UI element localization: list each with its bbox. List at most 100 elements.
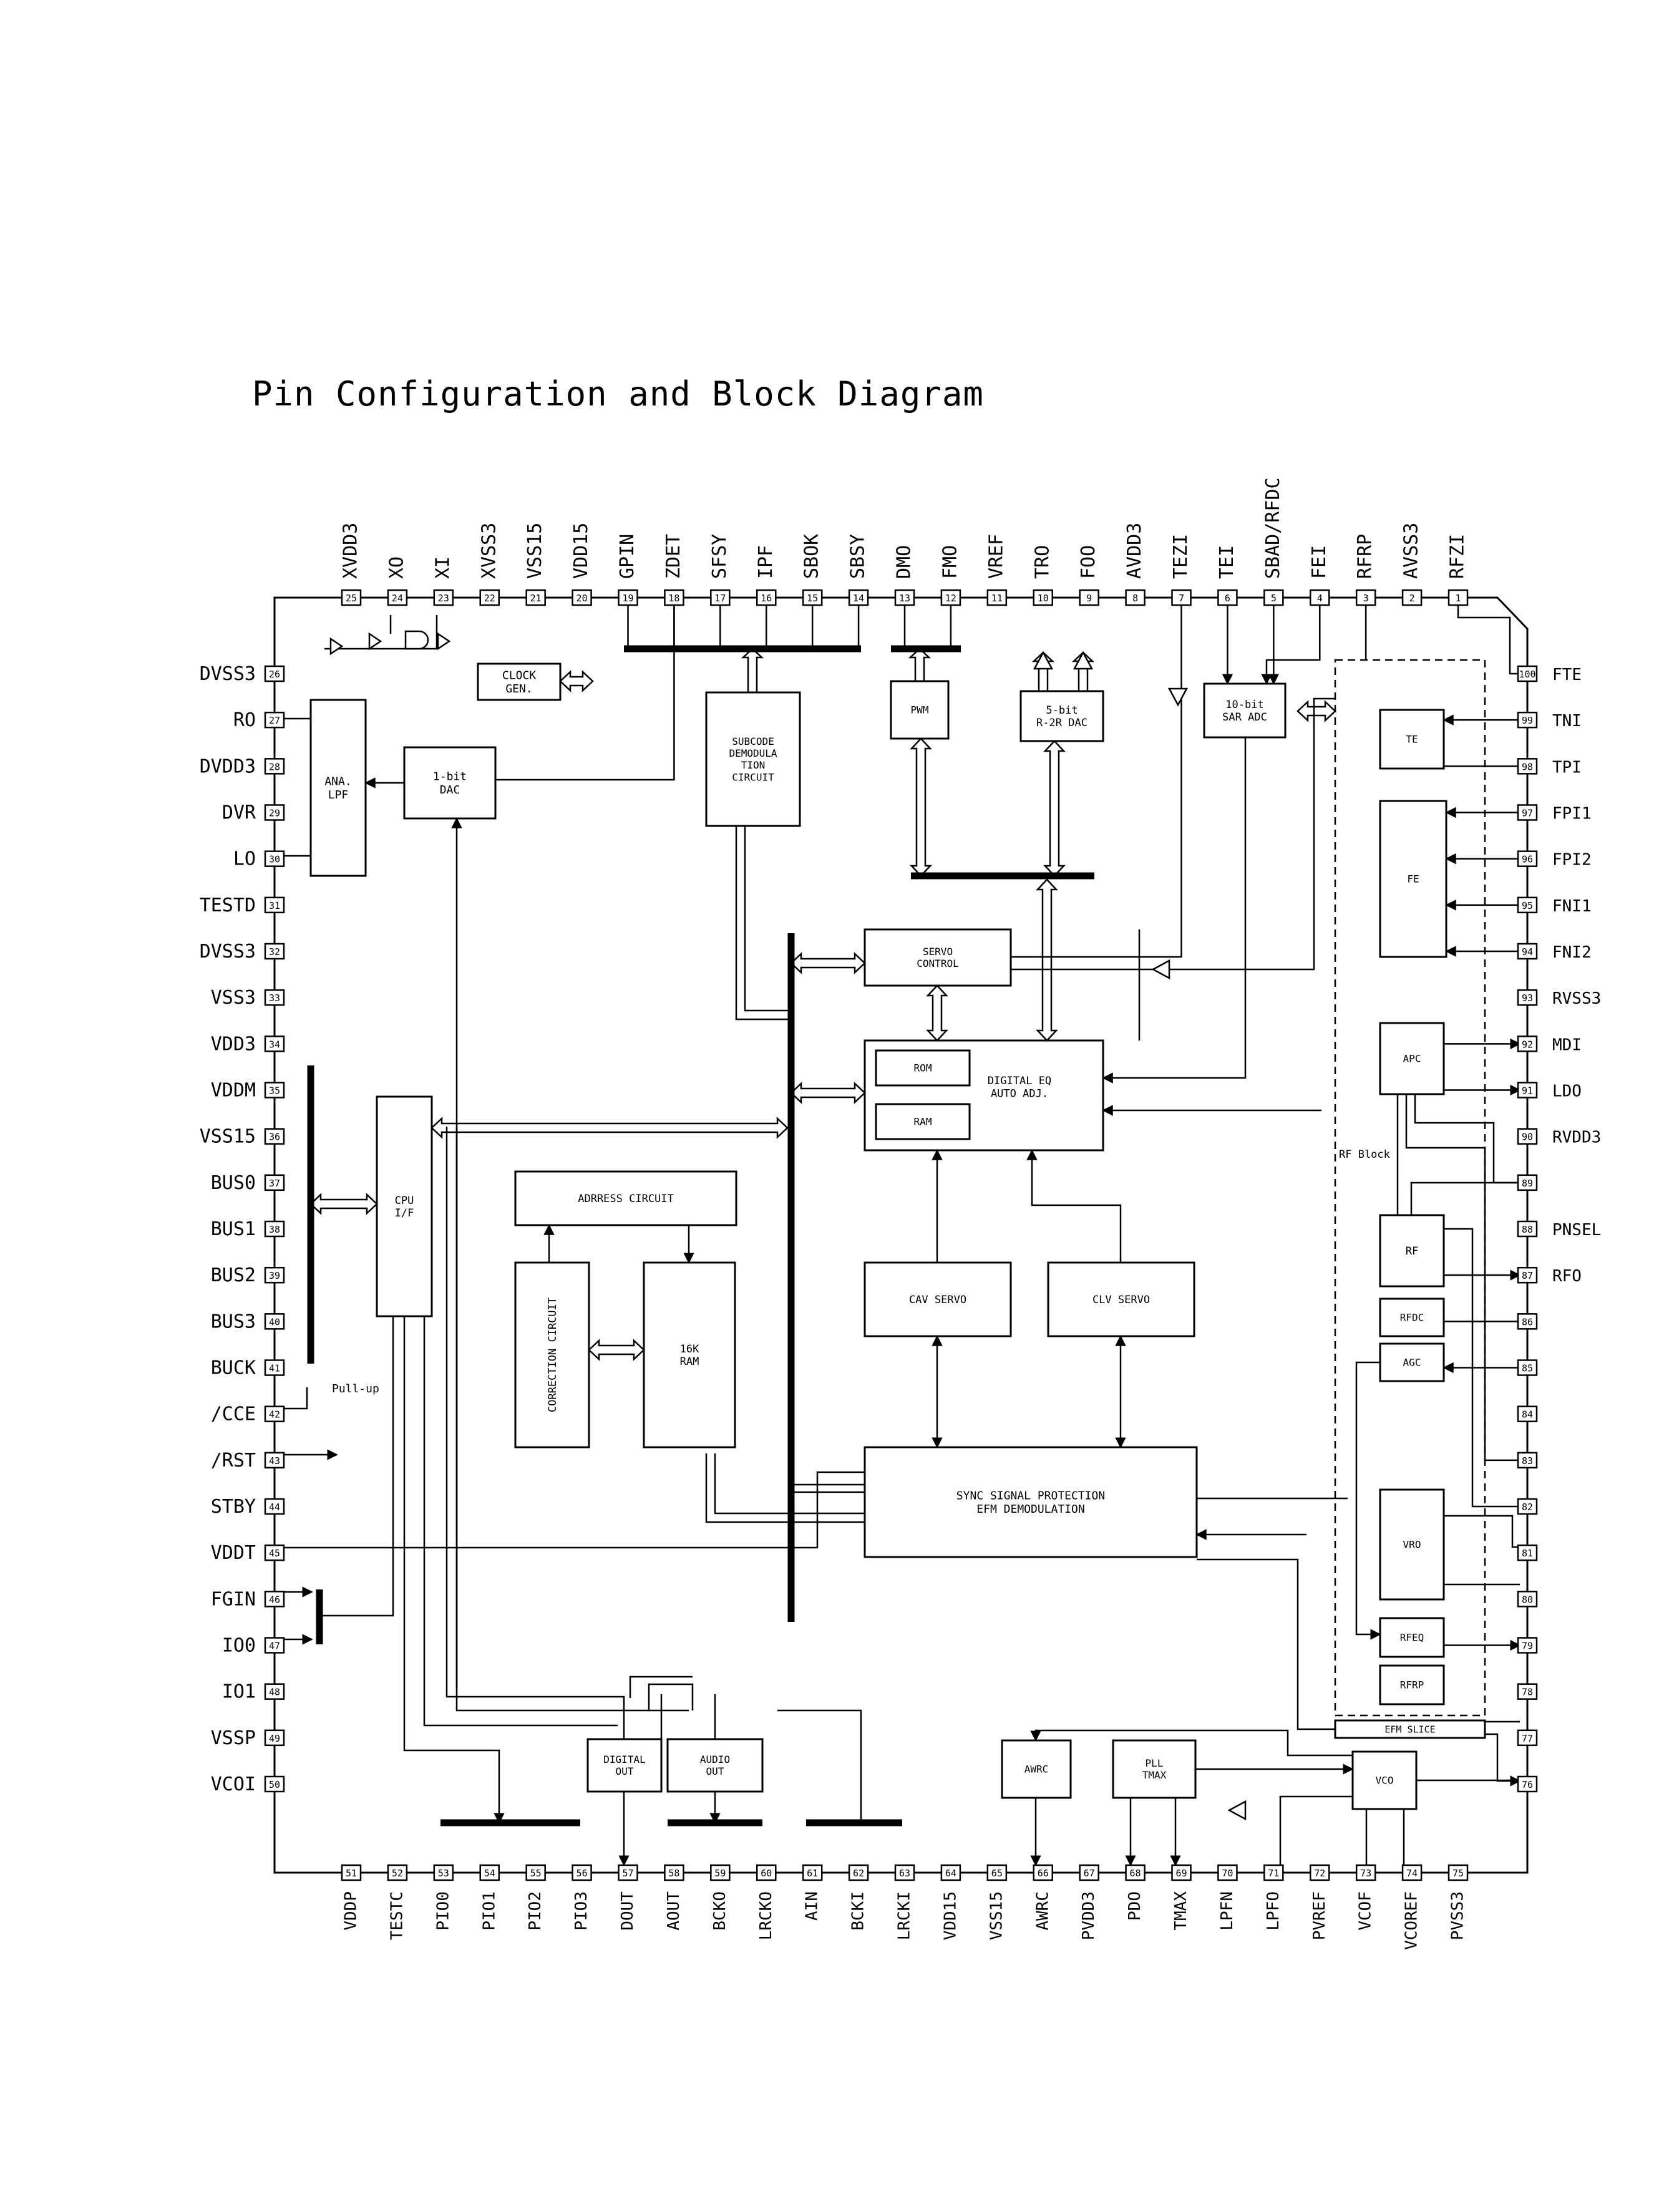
pin-label: VSS15	[524, 523, 546, 579]
block-label: ANA.	[324, 775, 351, 788]
pin-number: 63	[899, 1868, 910, 1879]
pin-number: 45	[269, 1548, 280, 1559]
pull-up-label: Pull-up	[332, 1382, 379, 1395]
pin-label: RFRP	[1355, 534, 1376, 579]
pin-number: 81	[1522, 1548, 1533, 1559]
pin-number: 94	[1522, 946, 1533, 958]
pin-number: 9	[1086, 593, 1092, 604]
pin-label: FPI1	[1552, 805, 1592, 823]
pin-label: BUS0	[211, 1172, 256, 1194]
block-address-circuit: ADRRESS CIRCUIT	[514, 1170, 737, 1226]
pin-number: 89	[1522, 1178, 1533, 1189]
pin-label: LRCKO	[757, 1891, 776, 1940]
pin-label: FPI2	[1552, 851, 1592, 870]
pin-76: 76	[1517, 1775, 1538, 1793]
pin-label: DOUT	[618, 1891, 637, 1931]
pin-number: 51	[346, 1868, 357, 1879]
pin-label: VSSP	[211, 1727, 256, 1749]
block-label: DAC	[440, 783, 460, 797]
pin-number: 90	[1522, 1132, 1533, 1143]
pin-label: VREF	[985, 534, 1007, 579]
pin-label: VDDP	[342, 1891, 361, 1931]
block-rf: RF	[1379, 1214, 1445, 1288]
pin-number: 57	[622, 1868, 633, 1879]
block-label: TMAX	[1142, 1769, 1167, 1781]
block-apc: APC	[1379, 1022, 1445, 1095]
pin-number: 2	[1409, 593, 1415, 604]
pin-number: 16	[761, 593, 772, 604]
pin-number: 92	[1522, 1039, 1533, 1050]
pin-label: VSS15	[987, 1891, 1006, 1940]
block-label: CLV SERVO	[1092, 1294, 1150, 1306]
pin-number: 99	[1522, 715, 1533, 726]
pin-number: 70	[1222, 1868, 1233, 1879]
pin-number: 93	[1522, 992, 1533, 1004]
pin-2: 2 AVSS3	[1401, 523, 1423, 606]
pin-number: 8	[1132, 593, 1138, 604]
pin-label: TESTC	[387, 1891, 406, 1940]
pin-label: XO	[386, 556, 407, 579]
pin-label: XVDD3	[340, 523, 362, 579]
pin-number: 6	[1225, 593, 1230, 604]
pin-43: 43/RST	[211, 1450, 285, 1472]
pin-number: 42	[269, 1409, 280, 1420]
block-label: 1-bit	[433, 770, 467, 783]
block-pwm: PWM	[890, 680, 950, 740]
block-label: CORRECTION CIRCUIT	[547, 1298, 559, 1412]
block-label: RAM	[680, 1356, 699, 1368]
block-label: PWM	[911, 704, 929, 716]
pin-number: 65	[991, 1868, 1003, 1879]
pin-number: 52	[392, 1868, 403, 1879]
pin-label: GPIN	[616, 534, 638, 579]
pin-number: 97	[1522, 808, 1533, 819]
pin-78: 78	[1517, 1683, 1538, 1700]
pin-label: DVDD3	[200, 755, 256, 777]
pin-number: 80	[1522, 1594, 1533, 1605]
pin-number: 10	[1038, 593, 1049, 604]
pin-number: 61	[807, 1868, 818, 1879]
block-label: VRO	[1403, 1539, 1421, 1551]
pin-label: DMO	[893, 545, 915, 579]
pin-label: DVSS3	[200, 663, 256, 685]
block-label: 10-bit	[1225, 699, 1263, 711]
pin-label: BUS1	[211, 1218, 256, 1240]
pin-number: 4	[1317, 593, 1323, 604]
block-agc: AGC	[1379, 1342, 1445, 1382]
pin-number: 55	[530, 1868, 542, 1879]
buffer-icon	[1033, 651, 1054, 670]
pin-label: AVSS3	[1401, 523, 1423, 579]
pin-label: TEZI	[1170, 534, 1192, 579]
pin-number: 43	[269, 1455, 280, 1467]
pin-label: TPI	[1552, 758, 1582, 777]
block-label: SERVO	[923, 946, 953, 958]
pin-label: XI	[432, 556, 454, 579]
block-label: ROM	[914, 1062, 932, 1074]
pin-label: PIO1	[480, 1891, 499, 1931]
pin-number: 78	[1522, 1687, 1533, 1698]
pin-number: 29	[269, 808, 280, 819]
pin-86: 86	[1517, 1313, 1538, 1330]
